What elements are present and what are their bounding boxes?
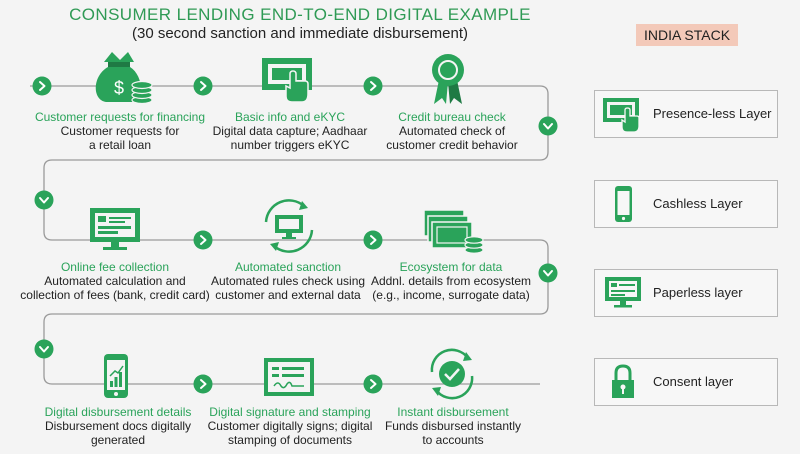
- step-online-fee-collection: Online fee collection Automated calculat…: [15, 260, 215, 302]
- step-description: a retail loan: [88, 138, 152, 152]
- step-automated-sanction: Automated sanction Automated rules check…: [188, 260, 388, 302]
- monitor-form-icon: [605, 277, 641, 308]
- chevron-right-icon: [370, 235, 377, 245]
- flow-arrow-node: [34, 339, 54, 359]
- step-description: (e.g., income, surrogate data): [372, 288, 530, 302]
- step-ecosystem-for-data: Ecosystem for data Addnl. details from e…: [351, 260, 551, 302]
- chevron-right-icon: [370, 81, 377, 91]
- step-customer-request: Customer requests for financing Customer…: [20, 110, 220, 152]
- step-description: Digital data capture; Aadhaar: [212, 124, 368, 138]
- step-basic-info-ekyc: Basic info and eKYC Digital data capture…: [190, 110, 390, 152]
- circular-check-icon: [430, 348, 474, 400]
- cash-stack-icon: [423, 209, 484, 254]
- padlock-icon: [612, 364, 634, 398]
- svg-text:$: $: [114, 78, 124, 98]
- page-subtitle: (30 second sanction and immediate disbur…: [131, 25, 468, 42]
- layer-label: Paperless layer: [653, 285, 743, 300]
- step-description: Customer digitally signs; digital: [207, 419, 373, 433]
- flow-arrow-node: [538, 116, 558, 136]
- step-title: Online fee collection: [60, 260, 170, 274]
- step-title: Ecosystem for data: [399, 260, 503, 274]
- layer-presence-less: Presence-less Layer: [594, 90, 778, 138]
- step-title: Customer requests for financing: [34, 110, 206, 124]
- monitor-form-icon: [90, 208, 140, 250]
- step-title: Automated sanction: [234, 260, 342, 274]
- chevron-down-icon: [39, 346, 49, 353]
- award-ribbon-icon: [432, 54, 464, 104]
- chevron-right-icon: [200, 235, 207, 245]
- flow-arrow-node: [193, 76, 213, 96]
- page-title: CONSUMER LENDING END-TO-END DIGITAL EXAM…: [69, 5, 531, 24]
- flow-arrow-node: [32, 76, 52, 96]
- chevron-right-icon: [370, 379, 377, 389]
- layer-consent: Consent layer: [594, 358, 778, 406]
- layer-paperless: Paperless layer: [594, 269, 778, 317]
- chevron-right-icon: [200, 379, 207, 389]
- signed-document-icon: [264, 358, 314, 396]
- step-title: Basic info and eKYC: [234, 110, 346, 124]
- step-description: customer credit behavior: [386, 138, 518, 152]
- flow-arrow-node: [193, 374, 213, 394]
- chevron-right-icon: [200, 81, 207, 91]
- smartphone-icon: [615, 186, 632, 222]
- step-description: Automated calculation and: [44, 274, 186, 288]
- step-description: customer and external data: [215, 288, 361, 302]
- step-title: Instant disbursement: [397, 405, 509, 419]
- flow-arrow-node: [538, 263, 558, 283]
- flow-arrow-node: [34, 190, 54, 210]
- touchscreen-icon: [603, 98, 640, 133]
- step-digital-signature-stamping: Digital signature and stamping Customer …: [190, 405, 390, 447]
- step-title: Digital signature and stamping: [209, 405, 371, 419]
- step-description: Addnl. details from ecosystem: [370, 274, 532, 288]
- step-title: Digital disbursement details: [44, 405, 192, 419]
- step-description: Disbursement docs digitally: [44, 419, 192, 433]
- step-title: Credit bureau check: [398, 110, 506, 124]
- smartphone-chart-icon: [104, 354, 128, 398]
- chevron-down-icon: [543, 270, 553, 277]
- flow-arrow-node: [363, 230, 383, 250]
- step-description: to accounts: [422, 433, 484, 447]
- step-credit-bureau-check: Credit bureau check Automated check of c…: [352, 110, 552, 152]
- step-description: collection of fees (bank, credit card): [20, 288, 210, 302]
- layer-label: Cashless Layer: [653, 196, 743, 211]
- chevron-right-icon: [39, 81, 46, 91]
- step-instant-disbursement: Instant disbursement Funds disbursed ins…: [353, 405, 553, 447]
- layer-label: Presence-less Layer: [653, 106, 772, 121]
- touchscreen-icon: [262, 58, 312, 103]
- monitor-refresh-icon: [264, 199, 314, 253]
- money-bag-icon: $: [95, 52, 153, 105]
- layer-label: Consent layer: [653, 374, 734, 389]
- step-description: number triggers eKYC: [230, 138, 350, 152]
- step-description: stamping of documents: [227, 433, 353, 447]
- india-stack-badge: INDIA STACK: [636, 24, 738, 46]
- step-description: Automated rules check using: [210, 274, 366, 288]
- step-description: Customer requests for: [60, 124, 180, 138]
- layer-cashless: Cashless Layer: [594, 180, 778, 228]
- step-description: Automated check of: [398, 124, 506, 138]
- chevron-down-icon: [39, 197, 49, 204]
- step-description: Funds disbursed instantly: [384, 419, 522, 433]
- chevron-down-icon: [543, 123, 553, 130]
- step-description: generated: [90, 433, 146, 447]
- step-digital-disbursement-details: Digital disbursement details Disbursemen…: [18, 405, 218, 447]
- flow-arrow-node: [363, 76, 383, 96]
- flow-arrow-node: [363, 374, 383, 394]
- flow-arrow-node: [193, 230, 213, 250]
